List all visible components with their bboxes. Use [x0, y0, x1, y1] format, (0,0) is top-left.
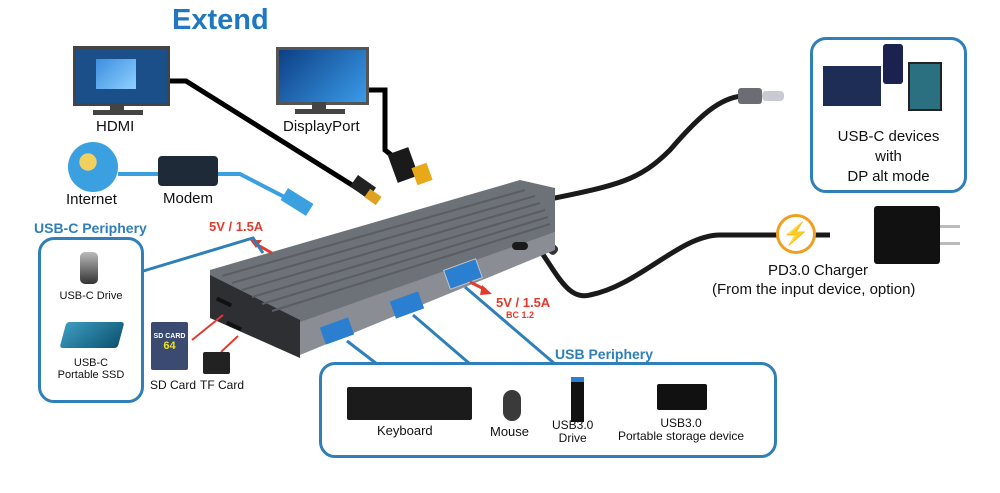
hdmi-monitor-stand	[110, 103, 124, 111]
hdmi-monitor-base	[93, 110, 143, 115]
host-devices-box: USB-C devices with DP alt mode	[810, 37, 967, 193]
usb-link-3	[464, 285, 556, 366]
hub-front	[210, 275, 300, 358]
portable-storage-icon	[657, 384, 707, 410]
tf-card-label: TF Card	[200, 378, 245, 392]
usbc-host-plug-tip	[762, 91, 784, 101]
modem-label: Modem	[163, 190, 214, 207]
phone-icon	[883, 44, 903, 84]
windows-screen-icon	[96, 59, 136, 89]
tf-card-icon	[203, 352, 230, 374]
diagram-title: Extend	[172, 4, 269, 36]
hdmi-cable	[163, 78, 362, 193]
displayport-monitor-base	[295, 109, 345, 114]
usbc-host-plug-housing	[738, 88, 762, 104]
charger-cable	[537, 232, 830, 299]
usb-a-port-1	[319, 317, 355, 345]
globe-icon	[68, 142, 118, 192]
usbc-host-cable	[544, 93, 743, 203]
hub-top	[210, 180, 555, 330]
sd-connector-line	[191, 314, 224, 341]
host-devices-label-1: USB-C devices	[837, 128, 940, 145]
portable-ssd-icon	[59, 322, 125, 348]
displayport-label: DisplayPort	[283, 118, 360, 135]
tf-slot	[225, 320, 243, 332]
usbc-periphery-heading: USB-C Periphery	[34, 220, 147, 236]
usb-periphery-box: Keyboard Mouse USB3.0 Drive USB3.0 Porta…	[319, 362, 777, 458]
hdmi-monitor	[73, 46, 170, 106]
displayport-plug	[387, 147, 419, 183]
laptop-icon	[823, 66, 881, 106]
usbc-drive-label: USB-C Drive	[59, 290, 123, 302]
host-devices-label-2: with	[875, 148, 902, 165]
usb-drive-icon	[571, 377, 584, 422]
usbc-drive-icon	[80, 252, 98, 284]
displayport-monitor	[276, 47, 369, 105]
usbc-periphery-box: USB-C Drive USB-C Portable SSD	[38, 237, 144, 403]
ethernet-cable-2	[218, 172, 301, 207]
hub-side	[300, 232, 555, 355]
sd-slot	[215, 296, 233, 308]
charging-port-spec: BC 1.2	[506, 310, 535, 320]
charger-label-2: (From the input device, option)	[712, 281, 916, 298]
mouse-label: Mouse	[490, 424, 530, 439]
portable-ssd-label: USB-C Portable SSD	[57, 357, 125, 381]
usbc-port	[512, 242, 528, 250]
usb-drive-label: USB3.0 Drive	[552, 418, 594, 445]
lightning-bolt-icon: ⚡	[776, 214, 816, 254]
displayport-monitor-stand	[312, 102, 326, 110]
displayport-connector-tip	[411, 162, 433, 186]
usb-hub	[210, 180, 555, 358]
keyboard-label: Keyboard	[377, 423, 433, 438]
usbc-power-note: 5V / 1.5A	[209, 219, 264, 234]
displayport-cable	[365, 87, 402, 164]
sd-card-icon: SD CARD 64	[151, 322, 188, 370]
portable-storage-label: USB3.0 Portable storage device	[618, 416, 745, 443]
charger-label-1: PD3.0 Charger	[768, 262, 869, 279]
ethernet-plug	[280, 188, 314, 216]
tf-connector-line	[220, 335, 239, 353]
usbc-periphery-link	[139, 236, 265, 274]
charger-adapter-icon	[874, 206, 940, 264]
tablet-icon	[908, 62, 942, 111]
usb-a-charging-port	[442, 258, 484, 290]
sd-card-label: SD Card	[150, 378, 197, 392]
keyboard-icon	[347, 387, 472, 420]
usb-periphery-heading: USB Periphery	[555, 346, 654, 362]
usb-link-1	[346, 339, 378, 366]
hdmi-label: HDMI	[96, 118, 135, 135]
usb-a-port-2	[389, 291, 425, 319]
charger-prong-top	[940, 225, 960, 228]
sd-card-capacity: 64	[163, 340, 176, 352]
host-devices-label-3: DP alt mode	[847, 168, 930, 185]
usb-link-2	[412, 313, 471, 366]
charging-port-power-note: 5V / 1.5A	[496, 295, 551, 310]
internet-label: Internet	[66, 191, 117, 208]
mouse-icon	[503, 390, 521, 421]
hdmi-connector-tip	[364, 188, 382, 206]
charger-prong-bottom	[940, 242, 960, 245]
modem-icon	[158, 156, 218, 186]
sd-card-text: SD CARD	[153, 333, 186, 340]
